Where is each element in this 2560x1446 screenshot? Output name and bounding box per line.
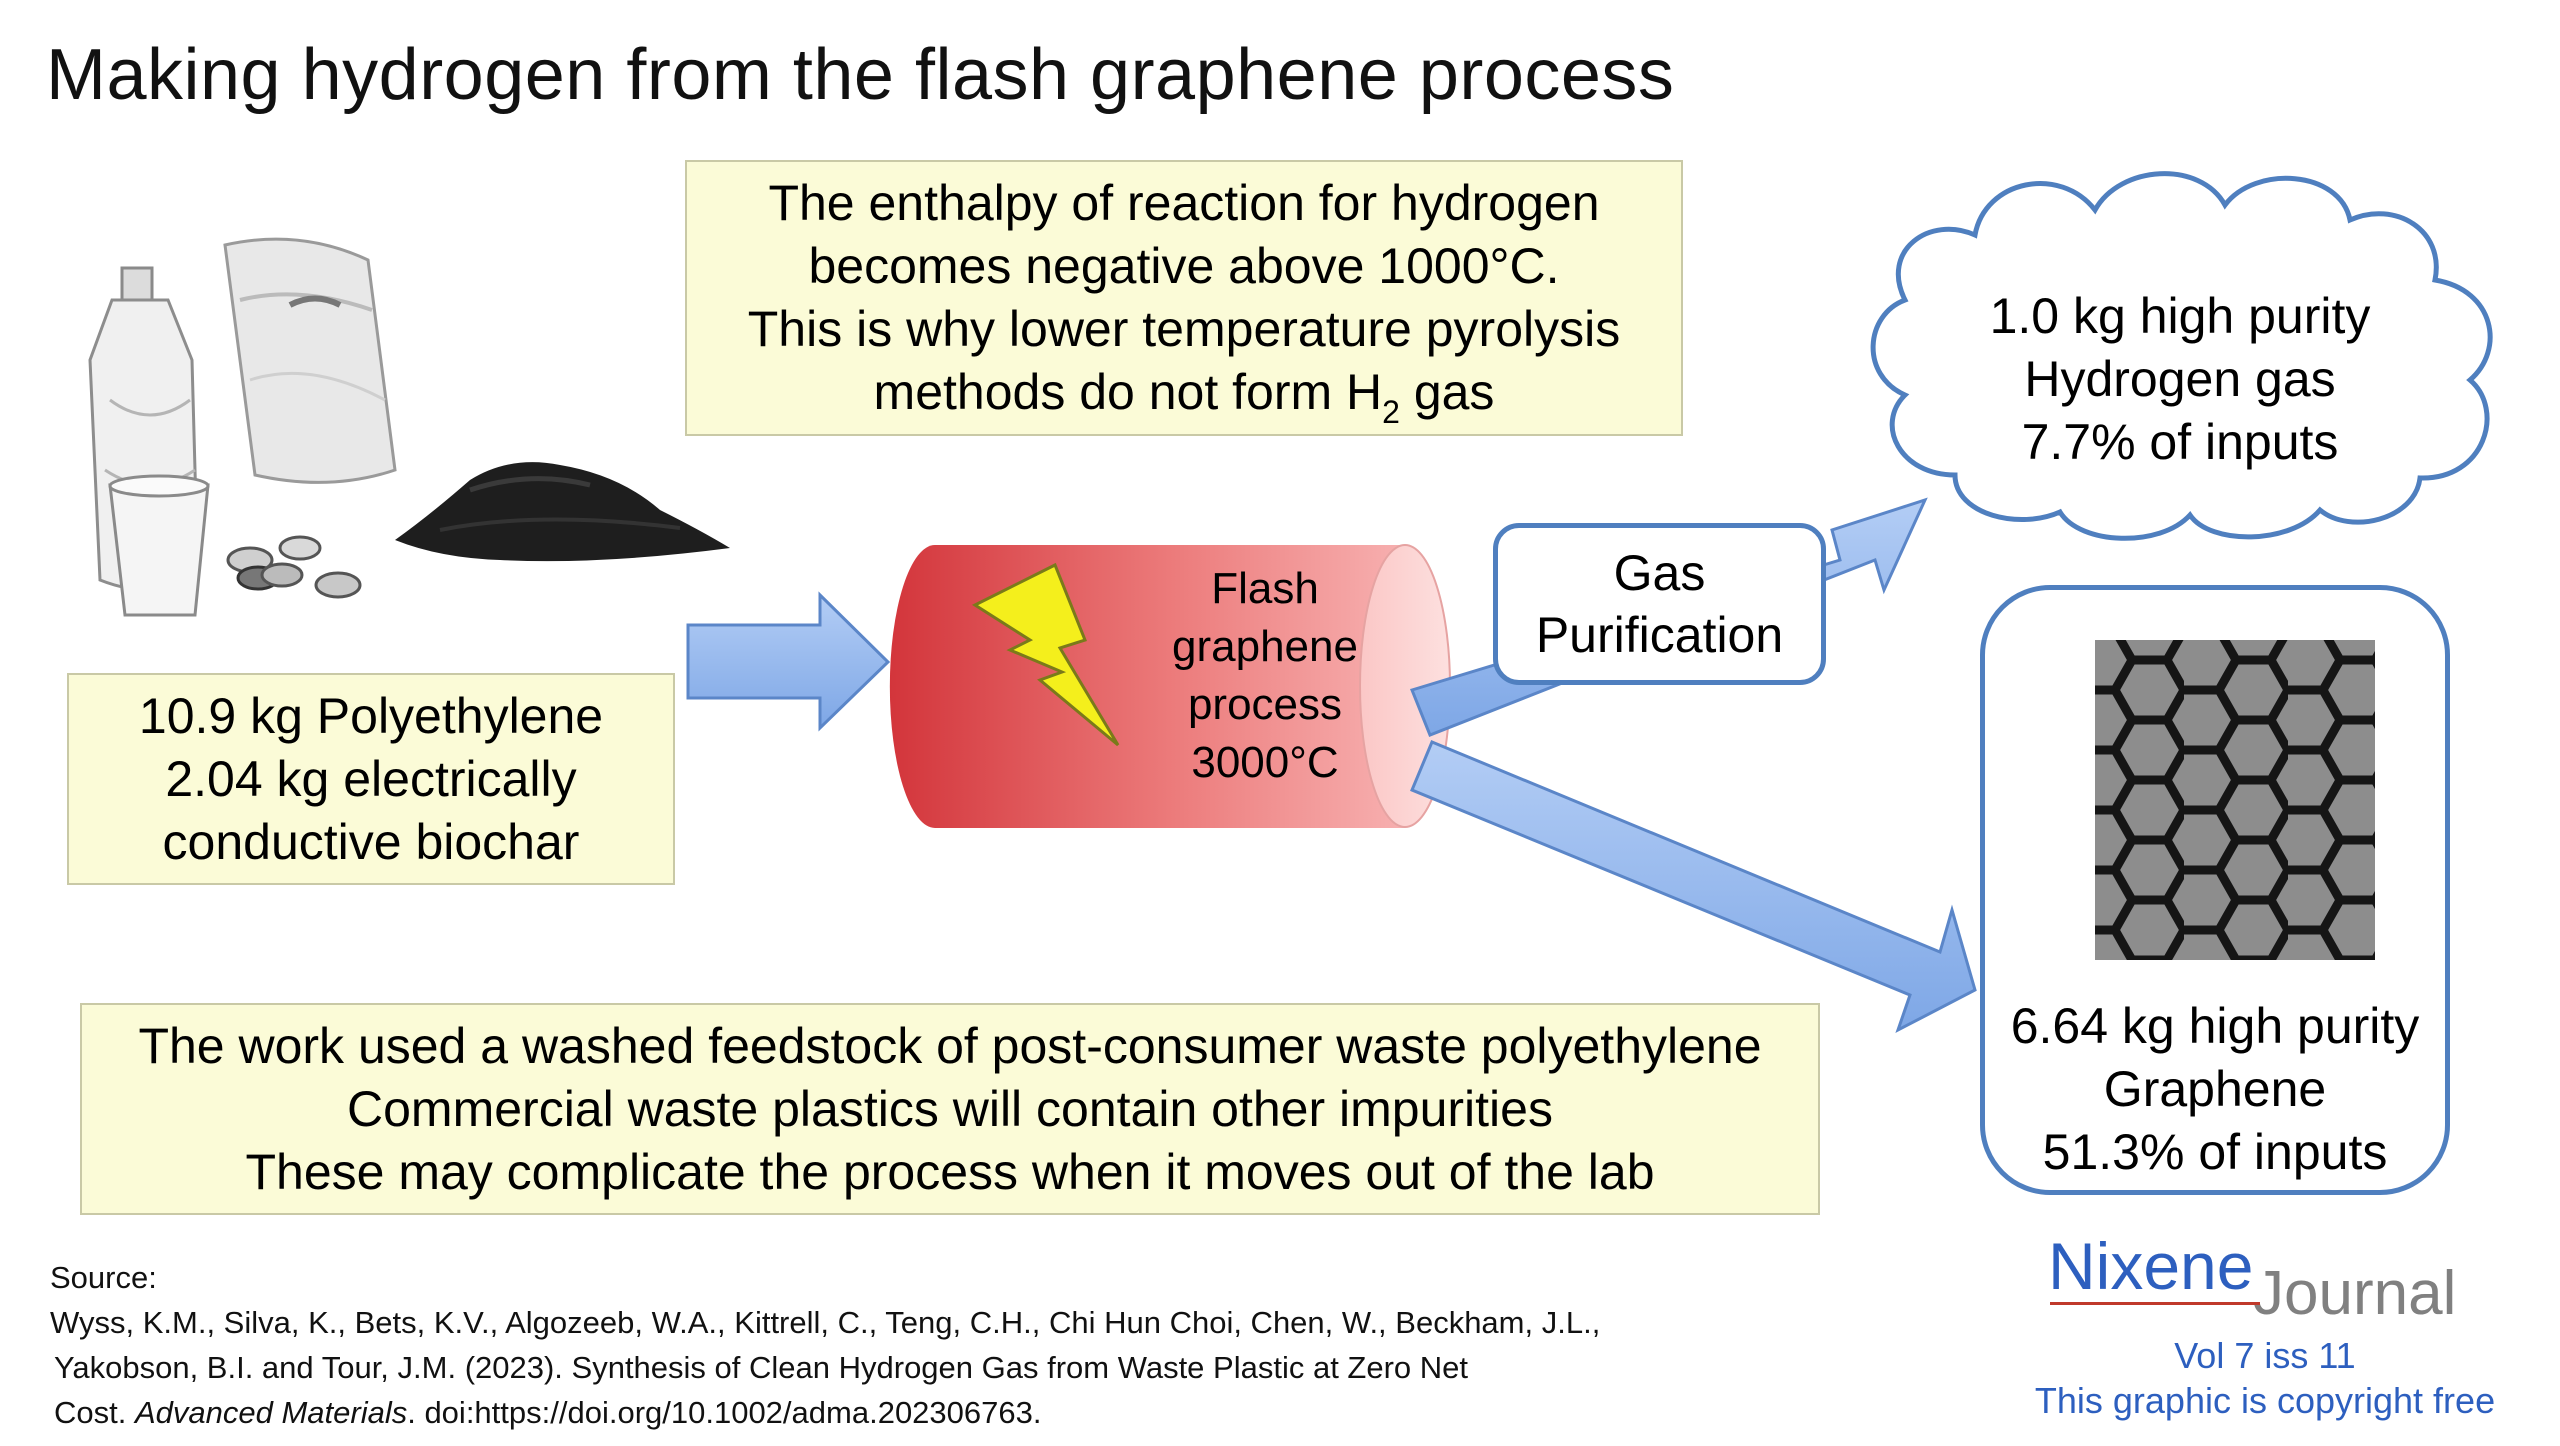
source-line-2: Yakobson, B.I. and Tour, J.M. (2023). Sy…: [54, 1350, 1469, 1385]
enthalpy-line-4: methods do not form H2 gas: [873, 361, 1495, 428]
source-line-1: Wyss, K.M., Silva, K., Bets, K.V., Algoz…: [50, 1305, 1601, 1340]
source-citation: Source: Wyss, K.M., Silva, K., Bets, K.V…: [50, 1255, 1600, 1435]
caveat-line-1: The work used a washed feedstock of post…: [138, 1017, 1762, 1074]
enthalpy-line-4-suffix: gas: [1399, 364, 1495, 420]
source-label: Source:: [50, 1260, 157, 1295]
lightning-icon: [971, 562, 1120, 747]
biochar-pile-icon: [395, 462, 730, 562]
caveat-line-3: These may complicate the process when it…: [245, 1143, 1655, 1200]
hydrogen-output-text: 1.0 kg high purity Hydrogen gas 7.7% of …: [1925, 285, 2435, 474]
reactor-line-2: graphene: [1172, 622, 1358, 671]
enthalpy-line-4-prefix: methods do not form H: [873, 364, 1383, 420]
source-doi: . doi:https://doi.org/10.1002/adma.20230…: [407, 1395, 1042, 1430]
graphene-line-2: Graphene: [2103, 1061, 2327, 1117]
logo-underline: [2050, 1302, 2260, 1305]
hydrogen-subscript: 2: [1382, 394, 1400, 430]
caveat-line-2: Commercial waste plastics will contain o…: [347, 1080, 1553, 1137]
volume-issue: Vol 7 iss 11: [2174, 1335, 2356, 1376]
hydrogen-line-3: 7.7% of inputs: [2021, 414, 2339, 470]
copyright-note: This graphic is copyright free: [2034, 1380, 2496, 1421]
graphene-output-text: 6.64 kg high purity Graphene 51.3% of in…: [1980, 995, 2450, 1184]
nixene-logo-word: Nixene: [2048, 1229, 2254, 1303]
enthalpy-line-2: becomes negative above 1000°C.: [808, 238, 1560, 294]
reactor-line-4: 3000°C: [1191, 738, 1339, 787]
source-line-3: Cost. Advanced Materials. doi:https://do…: [50, 1390, 1600, 1435]
reactor-line-1: Flash: [1211, 564, 1319, 613]
hydrogen-line-1: 1.0 kg high purity: [1989, 288, 2371, 344]
source-line-3-prefix: Cost.: [54, 1395, 135, 1430]
graphene-arrow: [1410, 740, 1977, 1034]
hydrogen-line-2: Hydrogen gas: [2024, 351, 2336, 407]
enthalpy-line-1: The enthalpy of reaction for hydrogen: [768, 175, 1600, 231]
caveat-note-box: The work used a washed feedstock of post…: [80, 1003, 1820, 1215]
inputs-line-3: conductive biochar: [162, 813, 580, 870]
graphene-line-1: 6.64 kg high purity: [2010, 998, 2420, 1054]
inputs-line-1: 10.9 kg Polyethylene: [138, 687, 604, 744]
inputs-line-2: 2.04 kg electrically: [165, 750, 577, 807]
input-arrow: [686, 591, 891, 732]
page-title: Making hydrogen from the flash graphene …: [46, 35, 1675, 115]
reactor-label: Flash graphene process 3000°C: [1135, 560, 1395, 792]
journal-logo-word: Journal: [2253, 1259, 2457, 1328]
gas-line-2: Purification: [1535, 607, 1784, 663]
reactor-line-3: process: [1187, 680, 1343, 729]
cloud-icon: [1870, 171, 2493, 541]
gas-line-1: Gas: [1613, 545, 1706, 601]
journal-name: Advanced Materials: [134, 1395, 408, 1430]
graphene-line-3: 51.3% of inputs: [2042, 1124, 2388, 1180]
enthalpy-note-box: The enthalpy of reaction for hydrogen be…: [685, 160, 1683, 436]
enthalpy-line-3: This is why lower temperature pyrolysis: [747, 301, 1621, 357]
inputs-box: 10.9 kg Polyethylene 2.04 kg electricall…: [67, 673, 675, 885]
gas-purification-box: Gas Purification: [1493, 523, 1826, 685]
plastic-waste-icon: [88, 237, 397, 617]
